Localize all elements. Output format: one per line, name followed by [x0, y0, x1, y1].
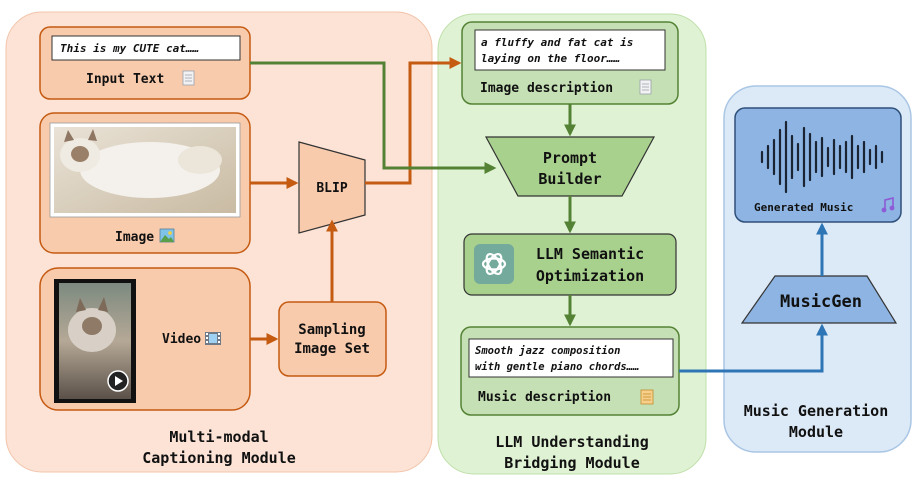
sampling-image-set-box: [278, 301, 387, 377]
scroll-icon: [640, 389, 654, 405]
blip-encoder: [298, 141, 366, 234]
document-icon: [182, 70, 195, 86]
music-description-line1: Smooth jazz composition: [475, 345, 620, 357]
prompt-builder-line2: Builder: [538, 170, 601, 188]
video-label: Video: [162, 332, 201, 347]
generation-module-title-line1: Music Generation: [744, 402, 889, 420]
musicgen-label: MusicGen: [780, 292, 862, 312]
image-description-line1: a fluffy and fat cat is: [481, 36, 633, 49]
input-text-field: [51, 35, 241, 61]
blip-label: BLIP: [316, 181, 347, 196]
music-description-line2: with gentle piano chords……: [475, 361, 639, 373]
music-description-label: Music description: [478, 390, 611, 405]
bridging-module-title-line1: LLM Understanding: [495, 433, 649, 451]
captioning-module-title-line1: Multi-modal: [169, 428, 268, 446]
input-text-value: This is my CUTE cat……: [60, 42, 199, 55]
sampling-label-line2: Image Set: [294, 341, 370, 357]
llm-label-line2: Optimization: [536, 267, 644, 285]
film-icon: [205, 332, 221, 345]
arrow-input-text-to-prompt-builder: [250, 61, 497, 174]
image-description-line2: laying on the floor……: [481, 52, 620, 65]
arrow-blip-to-image-description: [365, 57, 462, 185]
prompt-builder: [484, 136, 656, 197]
waveform-icon: [760, 120, 884, 194]
prompt-builder-line1: Prompt: [543, 149, 597, 167]
image-description-label: Image description: [480, 81, 613, 96]
captioning-module-title-line2: Captioning Module: [142, 449, 296, 467]
llm-label-line1: LLM Semantic: [536, 245, 644, 263]
musicgen-model: [740, 275, 898, 324]
image-label: Image: [115, 230, 154, 245]
document-icon: [639, 79, 652, 95]
cat-photo: [54, 127, 236, 213]
sampling-label-line1: Sampling: [298, 322, 365, 338]
image-description-field: [474, 29, 666, 71]
generated-music-label: Generated Music: [754, 201, 853, 214]
openai-logo-icon: [474, 244, 514, 284]
generation-module-title-line2: Module: [789, 423, 843, 441]
arrow-music-description-to-musicgen: [679, 323, 828, 373]
generated-music-card: [734, 107, 902, 223]
play-icon: [107, 370, 129, 392]
music-note-icon: [881, 196, 895, 213]
picture-icon: [159, 228, 175, 243]
music-description-field: [468, 338, 674, 378]
bridging-module-title-line2: Bridging Module: [504, 454, 639, 472]
input-text-label: Input Text: [86, 72, 164, 87]
